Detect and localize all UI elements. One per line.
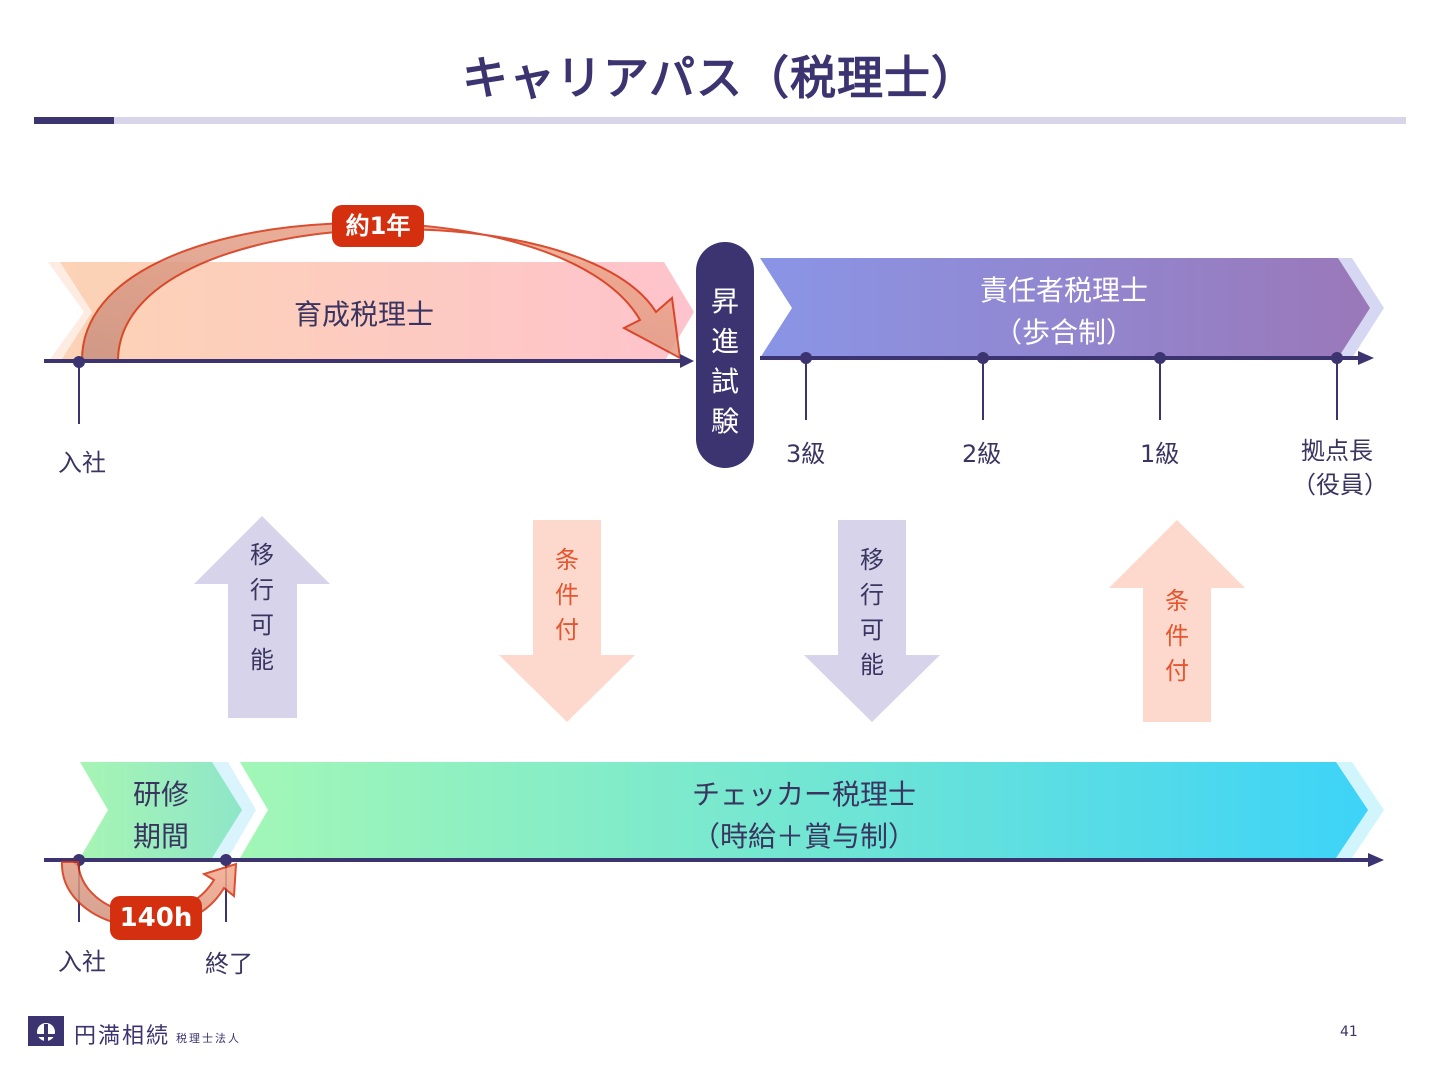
company-name: 円満相続 (74, 1024, 171, 1049)
building-logo-icon (28, 1016, 64, 1046)
title-underline-accent (34, 117, 114, 124)
page-number: 41 (1340, 1024, 1358, 1040)
company-subtitle: 税理士法人 (176, 1032, 241, 1045)
training-period-label: 研修 期間 (132, 778, 189, 853)
transition-text-4: 条 件 付 (1165, 587, 1189, 685)
join-label-top: 入社 (58, 449, 106, 477)
rank-2-label: 2級 (962, 440, 1002, 468)
page-title: キャリアパス（税理士） (461, 51, 979, 105)
training-period-band (80, 762, 256, 858)
end-label: 終了 (205, 950, 253, 978)
training-band-label: 育成税理士 (293, 298, 434, 331)
transition-arrow-down-2 (499, 520, 635, 722)
title-underline (34, 117, 1406, 124)
one-year-badge: 約1年 (332, 205, 424, 247)
transition-arrow-up-4 (1109, 520, 1245, 722)
promotion-exam-label: 昇 進 試 験 (710, 285, 739, 438)
transition-text-1: 移 行 可 能 (250, 541, 274, 674)
checker-tax-accountant-band (240, 762, 1384, 858)
training-hours-badge: 140h (110, 896, 202, 940)
promotion-exam-pill (696, 242, 754, 468)
transition-text-3: 移 行 可 能 (860, 546, 884, 679)
top-timeline (44, 351, 1374, 424)
checker-band-label: チェッカー税理士 （時給＋賞与制） (691, 778, 916, 853)
bottom-timeline (44, 853, 1384, 922)
training-tax-accountant-band (48, 262, 694, 362)
transition-arrow-up-1 (194, 516, 330, 718)
responsible-band-label: 責任者税理士 （歩合制） (979, 274, 1148, 349)
transition-arrow-down-3 (804, 520, 940, 722)
rank-1-label: 1級 (1140, 440, 1180, 468)
transition-text-2: 条 件 付 (555, 546, 579, 644)
rank-3-label: 3級 (786, 440, 826, 468)
responsible-tax-accountant-band (760, 258, 1384, 358)
join-label-bottom: 入社 (58, 948, 106, 976)
branch-manager-label: 拠点長 （役員） (1292, 437, 1388, 499)
